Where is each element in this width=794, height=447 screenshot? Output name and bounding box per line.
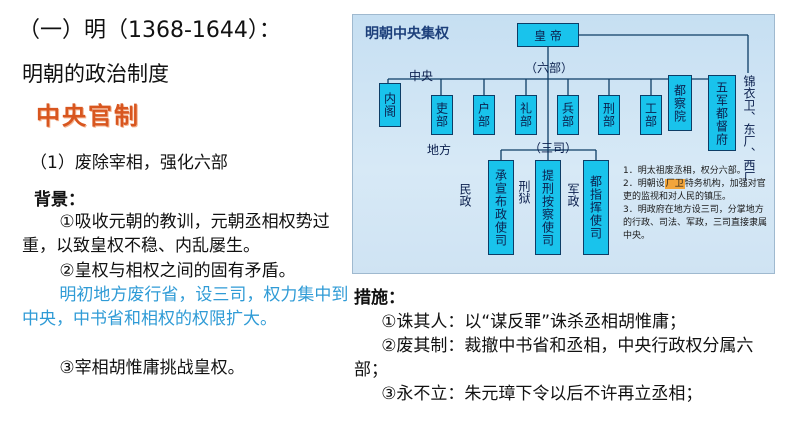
- diagram-title: 明朝中央集权: [365, 26, 449, 42]
- measures-block: 措施： ①诛其人：以“谋反罪”诛杀丞相胡惟庸； ②废其制：裁撤中书省和丞相，中央…: [354, 286, 779, 406]
- ministry-box-xing: 刑部: [598, 95, 620, 135]
- six-ministries-label: （六部）: [525, 61, 574, 75]
- function-military-label: 军政: [566, 183, 580, 207]
- background-item-3: ③宰相胡惟庸挑战皇权。: [59, 358, 245, 378]
- central-officials-title: 中央官制: [36, 102, 140, 130]
- note-3: 3．明政府在地方设三司，分掌地方的行政、司法、军政，三司直接隶属中央。: [623, 205, 768, 241]
- office-box-zhihui: 都指挥使司: [583, 160, 609, 255]
- central-label: 中央: [409, 69, 434, 83]
- wujun-dudufu-box: 五军都督府: [708, 75, 736, 151]
- background-item-1: ①吸收元朝的教训，元朝丞相权势过重，以致皇权不稳、内乱屡生。: [22, 212, 330, 256]
- local-label: 地方: [427, 143, 452, 157]
- background-blue-note: 明初地方废行省，设三司，权力集中到中央，中书省和相权的权限扩大。: [22, 285, 349, 329]
- function-civil-label: 民政: [458, 183, 472, 207]
- ministry-box-hu: 户部: [473, 95, 495, 135]
- point-one: （1）废除宰相，强化六部: [30, 153, 228, 173]
- three-offices-label: （三司）: [529, 141, 578, 155]
- diagram-connectors: [387, 34, 749, 160]
- emperor-box: 皇 帝: [517, 23, 579, 47]
- note-highlight: 厂卫: [664, 179, 685, 189]
- diagram-notes: 1．明太祖废丞相，权分六部。 2．明朝设厂卫特务机构，加强对官吏的监视和对人民的…: [623, 165, 771, 243]
- function-justice-label: 刑狱: [517, 180, 531, 204]
- measure-item-2: ②废其制：裁撤中书省和丞相，中央行政权分属六部；: [354, 336, 754, 380]
- duchayuan-box: 都察院: [668, 75, 692, 131]
- measure-item-1: ①诛其人：以“谋反罪”诛杀丞相胡惟庸；: [381, 312, 687, 332]
- office-box-anchа: 提刑按察使司: [535, 160, 561, 255]
- subheading: 明朝的政治制度: [22, 62, 169, 86]
- background-label: 背景：: [34, 190, 85, 210]
- background-item-2: ②皇权与相权之间的固有矛盾。: [59, 261, 296, 281]
- central-power-diagram: 明朝中央集权 皇 帝 中央 （六部） 内阁 吏部 户部 礼部 兵部 刑部 工部 …: [352, 14, 775, 274]
- ministry-box-bing: 兵部: [557, 95, 579, 135]
- section-heading: （一）明（1368-1644）：: [18, 18, 281, 43]
- note-1: 1．明太祖废丞相，权分六部。: [623, 166, 746, 176]
- ministry-box-li: 吏部: [431, 95, 453, 135]
- office-box-buzheng: 承宣布政使司: [488, 160, 514, 255]
- ministry-box-gong: 工部: [640, 95, 662, 135]
- spy-agencies-label: 锦衣卫、东厂、西厂: [742, 75, 756, 183]
- note-2: 2．明朝设厂卫特务机构，加强对官吏的监视和对人民的镇压。: [623, 179, 766, 202]
- neige-box: 内阁: [379, 83, 401, 127]
- measures-label: 措施：: [354, 288, 405, 308]
- ministry-box-lii: 礼部: [515, 95, 537, 135]
- measure-item-3: ③永不立：朱元璋下令以后不许再立丞相；: [381, 384, 703, 404]
